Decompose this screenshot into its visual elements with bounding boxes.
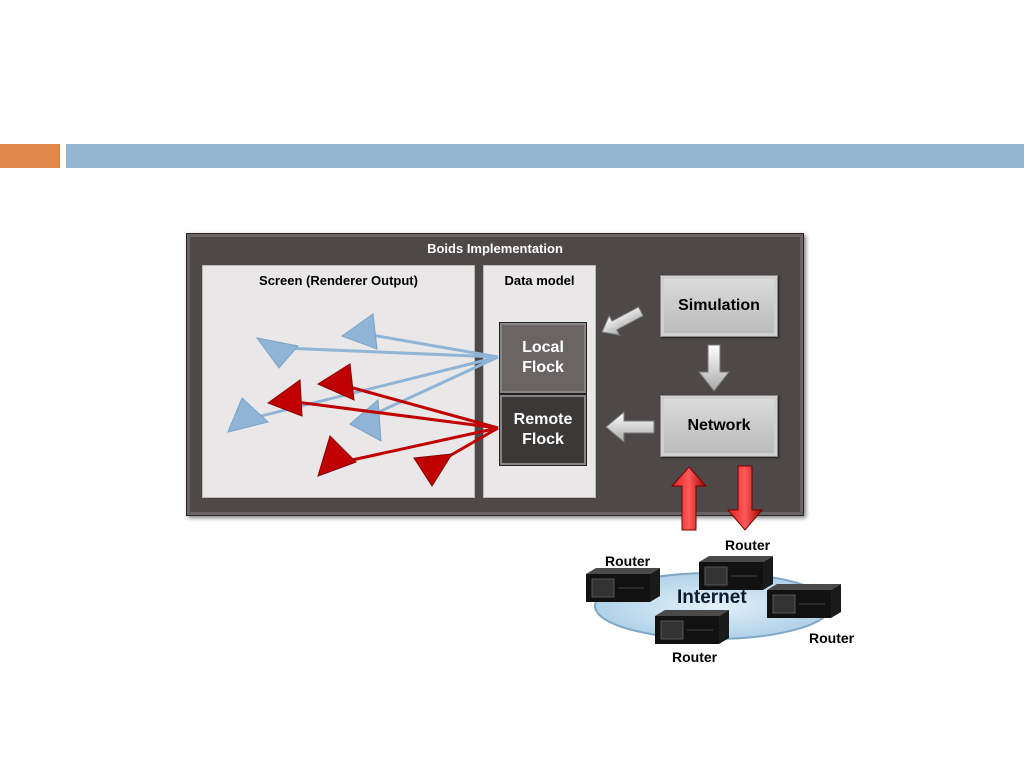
data-model-panel-title: Data model: [504, 273, 575, 288]
remote-flock-label: Remote Flock: [513, 411, 573, 448]
router-label: Router: [672, 649, 718, 665]
router-icon: [767, 584, 841, 618]
internet-label: Internet: [677, 587, 747, 608]
local-flock-box: Local Flock: [499, 322, 587, 394]
remote-boid-icon: [266, 379, 303, 417]
accent-bar-orange: [0, 144, 60, 168]
local-boid-icons: [227, 313, 382, 442]
accent-bar-blue: [66, 144, 1024, 168]
network-box: Network: [660, 395, 778, 457]
remote-boid-icon: [316, 363, 355, 401]
internet-to-network-arrow: [670, 466, 708, 531]
local-boid-icon: [227, 397, 270, 433]
network-to-remote-arrow: [605, 410, 655, 444]
router-icon: [586, 568, 660, 602]
simulation-to-local-arrow: [601, 306, 644, 336]
remote-boid-icons: [266, 363, 453, 487]
local-boid-icon: [255, 337, 299, 369]
network-label: Network: [687, 417, 751, 434]
local-boid-icon: [349, 398, 382, 442]
router-icon: [655, 610, 729, 644]
local-boid-icon: [340, 313, 378, 350]
remote-boid-icon: [413, 453, 453, 487]
simulation-label: Simulation: [678, 297, 760, 314]
simulation-box: Simulation: [660, 275, 778, 337]
router-label: Router: [605, 553, 651, 569]
router-icon: [699, 556, 773, 590]
router-label: Router: [725, 537, 771, 553]
network-to-internet-arrow: [726, 465, 764, 531]
remote-boid-icon: [317, 435, 357, 477]
frame-title: Boids Implementation: [427, 241, 563, 256]
screen-panel-title: Screen (Renderer Output): [259, 273, 418, 288]
simulation-to-network-arrow: [697, 344, 731, 392]
router-label: Router: [809, 630, 855, 646]
remote-flock-box: Remote Flock: [499, 394, 587, 466]
local-flock-label: Local Flock: [522, 339, 564, 376]
